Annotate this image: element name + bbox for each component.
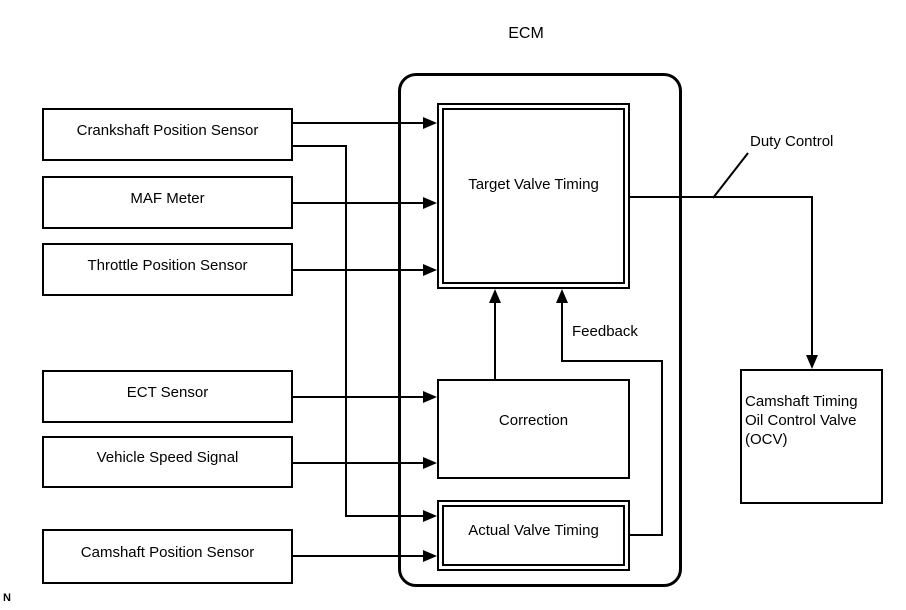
ocv-box: Camshaft Timing Oil Control Valve (OCV) <box>740 369 883 504</box>
sensor-box-camshaft: Camshaft Position Sensor <box>42 529 293 584</box>
feedback-label: Feedback <box>572 323 638 340</box>
corner-note: N <box>3 592 11 604</box>
correction-box: Correction <box>437 379 630 479</box>
duty-control-label: Duty Control <box>750 133 834 150</box>
sensor-box-vehicle-speed: Vehicle Speed Signal <box>42 436 293 488</box>
actual-valve-timing-box: Actual Valve Timing <box>437 500 630 571</box>
sensor-label: Crankshaft Position Sensor <box>76 121 259 139</box>
ocv-label: Camshaft Timing Oil Control Valve (OCV) <box>745 393 858 448</box>
sensor-label: Vehicle Speed Signal <box>96 449 239 466</box>
target-valve-timing-label: Target Valve Timing <box>468 175 599 193</box>
line-duty-callout <box>712 152 749 199</box>
sensor-box-ect: ECT Sensor <box>42 370 293 423</box>
sensor-box-throttle: Throttle Position Sensor <box>42 243 293 296</box>
sensor-label: MAF Meter <box>130 189 205 207</box>
sensor-label: Camshaft Position Sensor <box>80 543 255 561</box>
actual-valve-timing-label: Actual Valve Timing <box>468 522 599 539</box>
sensor-label: ECT Sensor <box>126 383 209 401</box>
ecm-title: ECM <box>508 25 544 42</box>
correction-label: Correction <box>498 412 569 429</box>
sensor-box-crankshaft: Crankshaft Position Sensor <box>42 108 293 161</box>
sensor-box-maf: MAF Meter <box>42 176 293 229</box>
target-valve-timing-box: Target Valve Timing <box>437 103 630 289</box>
arrowhead-duty-ocv <box>806 355 818 369</box>
sensor-label: Throttle Position Sensor <box>87 256 248 274</box>
